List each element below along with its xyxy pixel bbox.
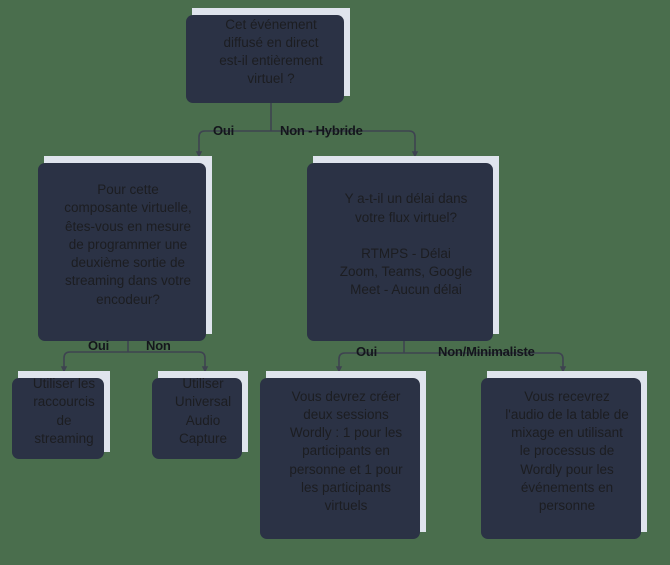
edge-line-root-to-delay <box>271 130 419 158</box>
node-outcome-two-sessions: Vous devrez créer deux sessions Wordly :… <box>260 371 426 539</box>
edge-label-virtual-to-shortcuts: Oui <box>88 338 110 353</box>
node-virtual-component-question: Pour cette composante virtuelle, êtes-vo… <box>38 156 212 341</box>
edge-label-virtual-to-uac: Non <box>146 338 171 353</box>
node-outcome-streaming-shortcuts: Utiliser les raccourcis de streaming <box>12 371 110 459</box>
node-outcome-universal-audio-capture: Utiliser Universal Audio Capture <box>152 371 248 459</box>
edge-line-virtual-to-shortcuts <box>60 351 128 373</box>
edge-line-root-to-virtual <box>195 130 271 158</box>
edge-label-root-to-delay: Non - Hybride <box>280 123 363 138</box>
edge-line-delay-to-mixer <box>404 352 567 373</box>
node-outcome-mixer-audio: Vous recevrez l'audio de la table de mix… <box>481 371 647 539</box>
node-delay-question: Y a-t-il un délai dans votre flux virtue… <box>307 156 499 341</box>
edge-line-delay-to-sessions <box>335 352 404 373</box>
edge-line-virtual-to-uac <box>128 351 209 373</box>
node-root-question: Cet événement diffusé en direct est-il e… <box>186 8 350 103</box>
edge-label-root-to-virtual: Oui <box>213 123 235 138</box>
edge-label-delay-to-mixer: Non/Minimaliste <box>438 344 535 359</box>
edge-label-delay-to-sessions: Oui <box>356 344 378 359</box>
